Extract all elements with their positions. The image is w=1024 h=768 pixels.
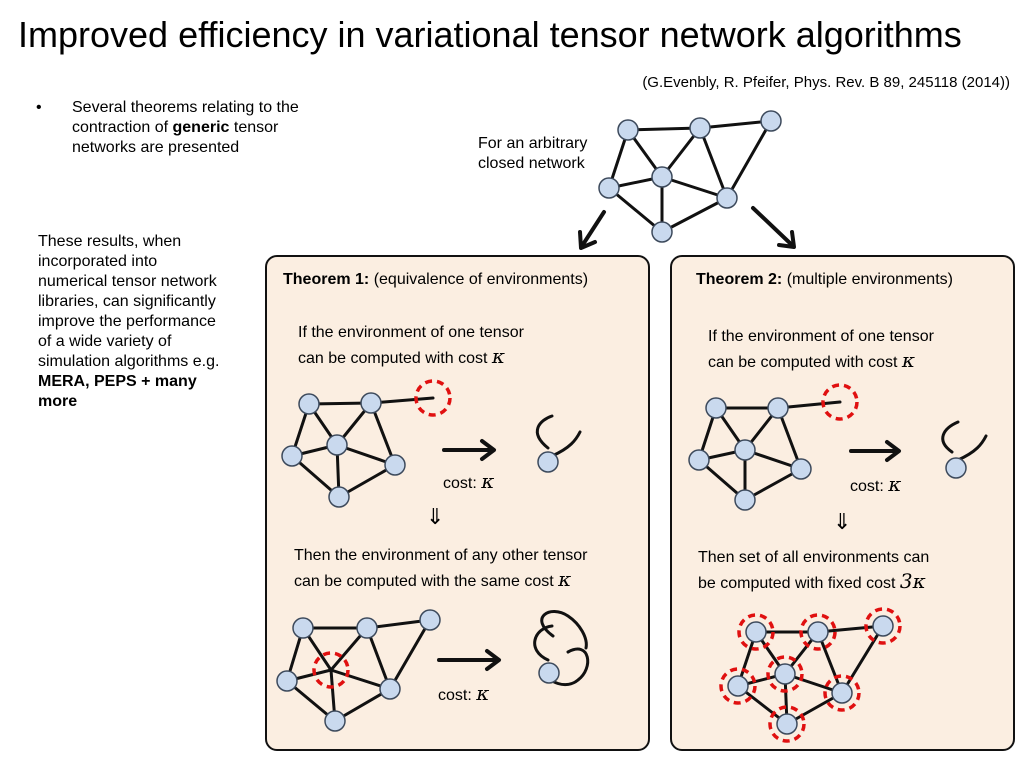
- tensor-node: [379, 678, 401, 700]
- top-network: [598, 110, 782, 243]
- highlight-ring: [414, 379, 452, 417]
- highlight-ring: [719, 667, 757, 705]
- theorem-1-then-line-2: can be computed with the same cost κ: [294, 567, 572, 591]
- theorem-2-environment: [941, 420, 988, 479]
- highlight-ring: [864, 607, 902, 645]
- tensor-node: [790, 458, 812, 480]
- theorem-2-then-line-2: be computed with fixed cost 3κ: [698, 569, 926, 593]
- tensor-node: [419, 609, 441, 631]
- tensor-node: [617, 119, 639, 141]
- highlight-ring: [312, 651, 350, 689]
- highlight-ring: [821, 383, 859, 421]
- tensor-node: [716, 187, 738, 209]
- tensor-node: [276, 670, 298, 692]
- tensor-node: [760, 110, 782, 132]
- arrow-to-theorem-1: [578, 210, 606, 250]
- side-note: These results, when incorporated into nu…: [38, 233, 220, 410]
- theorem-1-then-line-1: Then the environment of any other tensor: [294, 547, 588, 564]
- tensor-node: [651, 221, 673, 243]
- tensor-node: [538, 662, 560, 684]
- tensor-node: [745, 621, 767, 643]
- tensor-node: [807, 621, 829, 643]
- tensor-node: [689, 117, 711, 139]
- tensor-node: [328, 486, 350, 508]
- theorem-1-environment-a: [535, 414, 582, 473]
- tensor-node: [356, 617, 378, 639]
- tensor-node: [767, 397, 789, 419]
- tensor-node: [598, 177, 620, 199]
- theorem-1-line-2: can be computed with cost κ: [298, 344, 506, 368]
- tensor-node: [326, 434, 348, 456]
- highlight-ring: [766, 655, 804, 693]
- arrow-to-theorem-2: [751, 206, 796, 249]
- tensor-node: [705, 397, 727, 419]
- theorem-2-all-environments-network: [719, 607, 902, 743]
- page-title: Improved efficiency in variational tenso…: [18, 14, 962, 55]
- theorem-1-heading: Theorem 1: (equivalence of environments): [283, 271, 589, 288]
- tensor-node: [945, 457, 967, 479]
- theorem-2-then-line-1: Then set of all environments can: [698, 549, 930, 566]
- theorem-2-arrow: [849, 440, 901, 462]
- theorem-1-network-b: [276, 609, 441, 732]
- theorem-2-cost: cost: κ: [850, 472, 902, 496]
- theorem-2-network-a: [688, 383, 859, 511]
- theorem-1-network-a: [281, 379, 452, 508]
- tensor-node: [324, 710, 346, 732]
- highlight-ring: [768, 705, 806, 743]
- tensor-node: [734, 439, 756, 461]
- theorem-1-cost-bottom: cost: κ: [438, 681, 490, 705]
- intro-label: For an arbitrary closed network: [478, 135, 588, 172]
- highlight-ring: [799, 613, 837, 651]
- theorem-1-cost-top: cost: κ: [443, 469, 495, 493]
- theorem-2-implies: ⇓: [833, 510, 852, 535]
- bullet-text: Several theorems relating to the contrac…: [72, 99, 299, 156]
- tensor-node: [776, 713, 798, 735]
- citation: (G.Evenbly, R. Pfeifer, Phys. Rev. B 89,…: [642, 74, 1010, 91]
- theorem-1-line-1: If the environment of one tensor: [298, 324, 524, 341]
- tensor-node: [281, 445, 303, 467]
- theorem-2-line-1: If the environment of one tensor: [708, 328, 934, 345]
- theorem-2-heading: Theorem 2: (multiple environments): [696, 271, 953, 288]
- tensor-node: [651, 166, 673, 188]
- theorem-2-line-2: can be computed with cost κ: [708, 348, 916, 372]
- tensor-node: [831, 682, 853, 704]
- highlight-ring: [737, 613, 775, 651]
- tensor-node: [872, 615, 894, 637]
- tensor-node: [360, 392, 382, 414]
- tensor-node: [384, 454, 406, 476]
- highlight-ring: [823, 674, 861, 712]
- theorem-2-box: [670, 255, 1015, 751]
- tensor-node: [734, 489, 756, 511]
- tensor-node: [727, 675, 749, 697]
- tensor-node: [688, 449, 710, 471]
- theorem-1-implies: ⇓: [426, 505, 445, 530]
- tensor-node: [292, 617, 314, 639]
- theorem-1-arrow-b: [437, 649, 501, 671]
- theorem-1-arrow-a: [442, 439, 496, 461]
- theorem-1-environment-b: [533, 610, 590, 686]
- tensor-node: [298, 393, 320, 415]
- bullet-symbol: •: [36, 99, 42, 116]
- tensor-node: [537, 451, 559, 473]
- tensor-node: [774, 663, 796, 685]
